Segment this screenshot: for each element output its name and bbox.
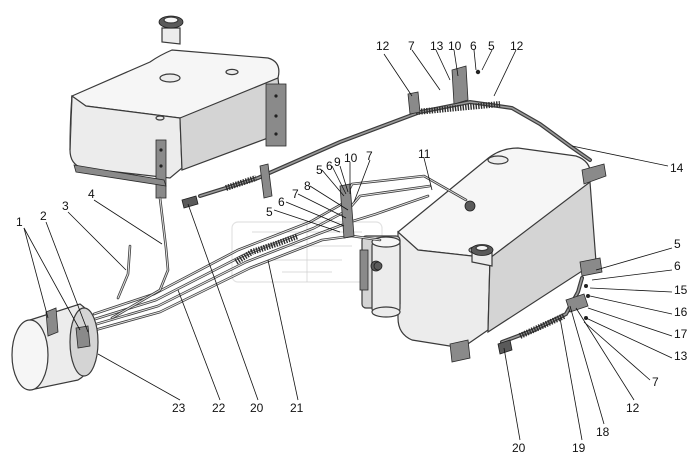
- right-tank-bracket: [449, 257, 603, 363]
- pipe-fittings: [181, 69, 590, 355]
- callout-3: 3: [62, 199, 69, 213]
- left-tank-strap: [73, 164, 167, 187]
- lower-right-hose: [500, 276, 584, 344]
- callout-6: 6: [278, 195, 285, 209]
- fuel-pipes-bundle: [86, 174, 468, 334]
- callout-7: 7: [366, 149, 373, 163]
- callout-23: 23: [172, 401, 186, 415]
- callout-6: 6: [470, 39, 477, 53]
- upper-fuel-hose: [198, 99, 592, 198]
- callout-5: 5: [316, 163, 323, 177]
- callout-12: 12: [376, 39, 390, 53]
- callout-12: 12: [626, 401, 640, 415]
- callout-5: 5: [266, 205, 273, 219]
- callout-17: 17: [674, 327, 688, 341]
- callout-7: 7: [292, 187, 299, 201]
- left-tank-filler-cap: [158, 15, 184, 45]
- callout-21: 21: [290, 401, 304, 415]
- callout-13: 13: [674, 349, 688, 363]
- callout-20: 20: [250, 401, 264, 415]
- fuel-filter-unit: [359, 235, 401, 318]
- right-tank-filler-cap: [470, 244, 494, 267]
- left-tank-bracket-front: [155, 139, 167, 199]
- small-cylinder: [11, 303, 99, 391]
- callout-6: 6: [326, 159, 333, 173]
- hose-brackets: [259, 65, 607, 313]
- fuel-line-left-tank: [110, 196, 170, 320]
- callout-13: 13: [430, 39, 444, 53]
- callout-20: 20: [512, 441, 526, 455]
- left-tank-bracket-rear: [265, 83, 287, 147]
- callout-14: 14: [670, 161, 684, 175]
- callout-4: 4: [88, 187, 95, 201]
- callout-1: 1: [16, 215, 23, 229]
- right-fuel-tank: [397, 147, 597, 349]
- callout-8: 8: [304, 179, 311, 193]
- callout-10: 10: [344, 151, 358, 165]
- leader-lines: [23, 49, 673, 441]
- callout-10: 10: [448, 39, 462, 53]
- callout-7: 7: [408, 39, 415, 53]
- callout-19: 19: [572, 441, 586, 455]
- callout-labels: 1 2 3 4 5 6 7 8 5 6 9 10 7 11 12 7 13 10…: [16, 39, 688, 455]
- callout-5: 5: [674, 237, 681, 251]
- callout-7: 7: [652, 375, 659, 389]
- callout-16: 16: [674, 305, 688, 319]
- callout-12: 12: [510, 39, 524, 53]
- callout-22: 22: [212, 401, 226, 415]
- corrugated-sleeve-front: [234, 233, 300, 265]
- callout-11: 11: [418, 147, 431, 161]
- callout-9: 9: [334, 155, 341, 169]
- callout-18: 18: [596, 425, 610, 439]
- left-fuel-tank: [69, 49, 285, 179]
- callout-15: 15: [674, 283, 688, 297]
- callout-5: 5: [488, 39, 495, 53]
- callout-6: 6: [674, 259, 681, 273]
- callout-2: 2: [40, 209, 47, 223]
